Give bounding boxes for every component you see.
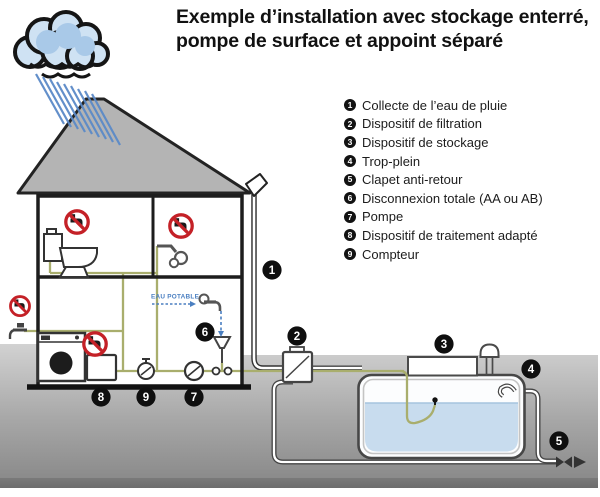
svg-text:7: 7	[191, 392, 197, 404]
legend-item: 8 Dispositif de traitement adapté	[344, 226, 543, 245]
treatment-box	[85, 353, 118, 382]
legend-item-number: 9	[344, 248, 356, 261]
washing-machine-icon	[36, 331, 87, 383]
legend-item-label: Clapet anti-retour	[362, 172, 463, 188]
legend-item: 6 Disconnexion totale (AA ou AB)	[344, 189, 543, 208]
potable-tap-icon	[198, 293, 222, 311]
downspout	[251, 194, 362, 371]
diagram-marker-2: 2	[287, 326, 307, 346]
legend-item-number: 1	[344, 99, 356, 112]
diagram-marker-1: 1	[262, 260, 282, 280]
check-valve-arrow	[556, 456, 586, 468]
diagram-marker-8: 8	[91, 387, 111, 407]
diagram-marker-5: 5	[549, 431, 569, 451]
roof	[16, 97, 252, 195]
toilet-icon	[43, 228, 98, 278]
diagram-marker-7: 7	[184, 387, 204, 407]
legend-item-label: Dispositif de filtration	[362, 116, 482, 132]
legend-item-label: Trop-plein	[362, 153, 421, 169]
legend-item: 2 Dispositif de filtration	[344, 115, 543, 134]
potable-drop-dashed	[218, 311, 224, 337]
legend-item-number: 3	[344, 136, 356, 149]
svg-text:5: 5	[556, 436, 563, 448]
svg-text:1: 1	[269, 265, 276, 277]
pipe-union-icon	[211, 366, 233, 376]
legend-item: 7 Pompe	[344, 208, 543, 227]
diagram-marker-9: 9	[136, 387, 156, 407]
svg-text:9: 9	[143, 392, 149, 404]
rain-cloud-icon	[13, 10, 121, 146]
legend-item-number: 8	[344, 229, 356, 242]
basin-tap-icon	[157, 244, 189, 269]
rain-streaks	[35, 73, 121, 146]
legend-item-number: 5	[344, 173, 356, 186]
legend-item: 5 Clapet anti-retour	[344, 170, 543, 189]
discharge-pipe	[271, 379, 556, 465]
legend-item-label: Dispositif de stockage	[362, 134, 489, 150]
title-line-1: Exemple d’installation avec stockage ent…	[176, 6, 589, 28]
svg-text:6: 6	[202, 327, 208, 339]
legend-item-label: Collecte de l’eau de pluie	[362, 97, 508, 113]
storage-tank	[357, 343, 526, 460]
gutter-end	[245, 173, 268, 197]
tank-water	[365, 403, 518, 452]
title-line-2: pompe de surface et appoint séparé	[176, 29, 503, 52]
outdoor-tap-icon	[8, 323, 27, 339]
legend-item-number: 6	[344, 192, 356, 205]
non-potable-icon	[81, 330, 109, 358]
legend-item: 3 Dispositif de stockage	[344, 133, 543, 152]
legend-item-label: Dispositif de traitement adapté	[362, 227, 538, 243]
legend-item-number: 4	[344, 155, 356, 168]
backflow-funnel	[212, 336, 232, 363]
diagram-marker-3: 3	[434, 334, 454, 354]
page-title: Exemple d’installation avec stockage ent…	[176, 6, 600, 54]
legend-item-label: Compteur	[362, 246, 420, 262]
svg-text:2: 2	[294, 331, 300, 343]
svg-text:8: 8	[98, 392, 105, 404]
vent-cap	[479, 343, 500, 375]
legend-item: 4 Trop-plein	[344, 152, 543, 171]
floating-intake	[432, 397, 438, 405]
eau-potable-label: EAU POTABLE	[151, 294, 200, 301]
rainwater-pipes	[24, 246, 437, 425]
svg-text:3: 3	[441, 339, 447, 351]
manhole-cover	[407, 356, 478, 377]
non-potable-icon	[63, 208, 91, 236]
overflow-pipe	[515, 388, 556, 464]
legend-item-label: Pompe	[362, 209, 404, 225]
eau-potable-arrow	[152, 301, 196, 307]
diagram-marker-6: 6	[195, 322, 215, 342]
svg-text:4: 4	[528, 364, 535, 376]
legend-item: 9 Compteur	[344, 245, 543, 264]
legend-item-number: 7	[344, 210, 356, 223]
water-meter-icon	[137, 358, 155, 380]
non-potable-icon	[167, 212, 195, 240]
legend-item: 1 Collecte de l’eau de pluie	[344, 96, 543, 115]
legend-item-number: 2	[344, 117, 356, 130]
legend-item-label: Disconnexion totale (AA ou AB)	[362, 190, 543, 206]
overflow-siphon	[497, 383, 517, 398]
pump-icon	[183, 360, 205, 382]
filter-box	[281, 346, 314, 384]
diagram-marker-4: 4	[521, 359, 541, 379]
non-potable-icon	[8, 294, 32, 318]
